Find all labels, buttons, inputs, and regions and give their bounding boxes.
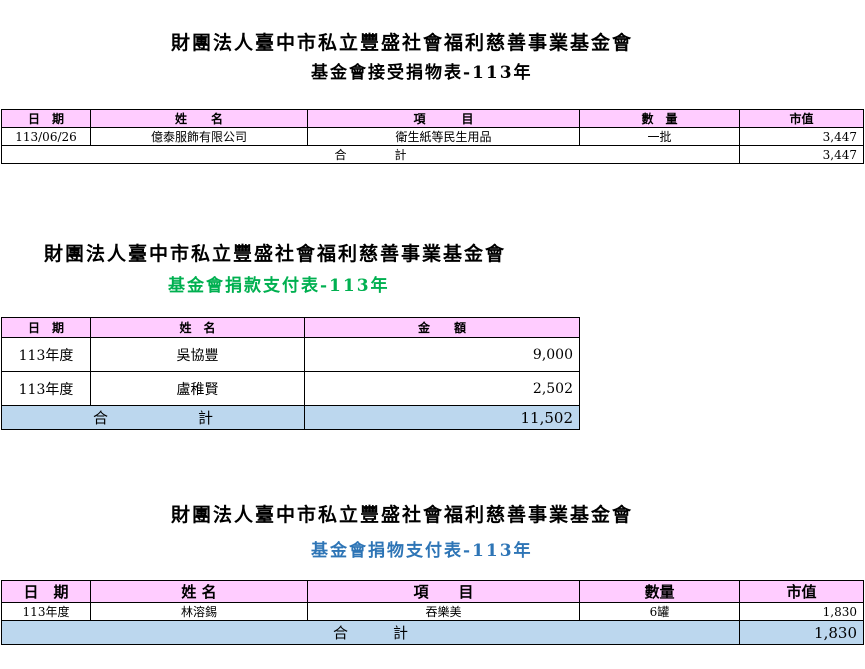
cell-amount: 9,000 <box>304 337 580 372</box>
total-label: 合 計 <box>1 145 740 164</box>
section3-subtitle: 基金會捐物支付表-113年 <box>311 541 533 561</box>
total-row: 合 計 3,447 <box>1 145 864 164</box>
section1-subtitle: 基金會接受捐物表-113年 <box>311 63 533 83</box>
cell-value: 3,447 <box>739 127 864 146</box>
col-header-name: 姓 名 <box>90 109 308 128</box>
col-header-qty: 數 量 <box>579 109 740 128</box>
col-header-name: 姓 名 <box>90 580 308 603</box>
total-value: 11,502 <box>304 405 580 430</box>
cell-value: 1,830 <box>739 602 864 621</box>
col-header-date: 日 期 <box>1 580 91 603</box>
donations-received-table: 日 期 姓 名 項 目 數 量 市值 113/06/26 億泰服飾有限公司 衛生… <box>1 109 864 164</box>
cell-name: 億泰服飾有限公司 <box>90 127 308 146</box>
cell-name: 林溶錫 <box>90 602 308 621</box>
cell-date: 113/06/26 <box>1 127 91 146</box>
cell-qty: 6罐 <box>579 602 740 621</box>
cell-item: 吞樂美 <box>307 602 580 621</box>
section2-subtitle: 基金會捐款支付表-113年 <box>168 276 390 296</box>
total-value: 1,830 <box>739 620 864 645</box>
col-header-date: 日 期 <box>1 317 91 338</box>
table-header-row: 日 期 姓 名 金 額 <box>1 317 580 338</box>
table-header-row: 日 期 姓 名 項 目 數 量 市值 <box>1 109 864 128</box>
table-header-row: 日 期 姓 名 項 目 數量 市值 <box>1 580 864 603</box>
section1-org-title: 財團法人臺中市私立豐盛社會福利慈善事業基金會 <box>171 32 634 54</box>
col-header-item: 項 目 <box>307 580 580 603</box>
section3-org-title: 財團法人臺中市私立豐盛社會福利慈善事業基金會 <box>171 504 634 526</box>
cell-name: 盧稚賢 <box>90 371 305 406</box>
total-value: 3,447 <box>739 145 864 164</box>
cell-date: 113年度 <box>1 371 91 406</box>
table-row: 113/06/26 億泰服飾有限公司 衛生紙等民生用品 一批 3,447 <box>1 127 864 146</box>
cell-qty: 一批 <box>579 127 740 146</box>
cell-item: 衛生紙等民生用品 <box>307 127 580 146</box>
cell-date: 113年度 <box>1 337 91 372</box>
table-row: 113年度 林溶錫 吞樂美 6罐 1,830 <box>1 602 864 621</box>
donated-goods-payments-table: 日 期 姓 名 項 目 數量 市值 113年度 林溶錫 吞樂美 6罐 1,830… <box>1 580 864 645</box>
col-header-qty: 數量 <box>579 580 740 603</box>
cell-amount: 2,502 <box>304 371 580 406</box>
table-row: 113年度 吳協豐 9,000 <box>1 337 580 372</box>
cell-date: 113年度 <box>1 602 91 621</box>
col-header-value: 市值 <box>739 580 864 603</box>
section2-org-title: 財團法人臺中市私立豐盛社會福利慈善事業基金會 <box>44 243 507 265</box>
col-header-item: 項 目 <box>307 109 580 128</box>
col-header-date: 日 期 <box>1 109 91 128</box>
donation-payments-table: 日 期 姓 名 金 額 113年度 吳協豐 9,000 113年度 盧稚賢 2,… <box>1 317 580 430</box>
table-row: 113年度 盧稚賢 2,502 <box>1 371 580 406</box>
col-header-amount: 金 額 <box>304 317 580 338</box>
total-label: 合 計 <box>1 620 740 645</box>
cell-name: 吳協豐 <box>90 337 305 372</box>
col-header-value: 市值 <box>739 109 864 128</box>
total-row: 合 計 11,502 <box>1 405 580 430</box>
total-row: 合 計 1,830 <box>1 620 864 645</box>
col-header-name: 姓 名 <box>90 317 305 338</box>
total-label: 合 計 <box>1 405 305 430</box>
